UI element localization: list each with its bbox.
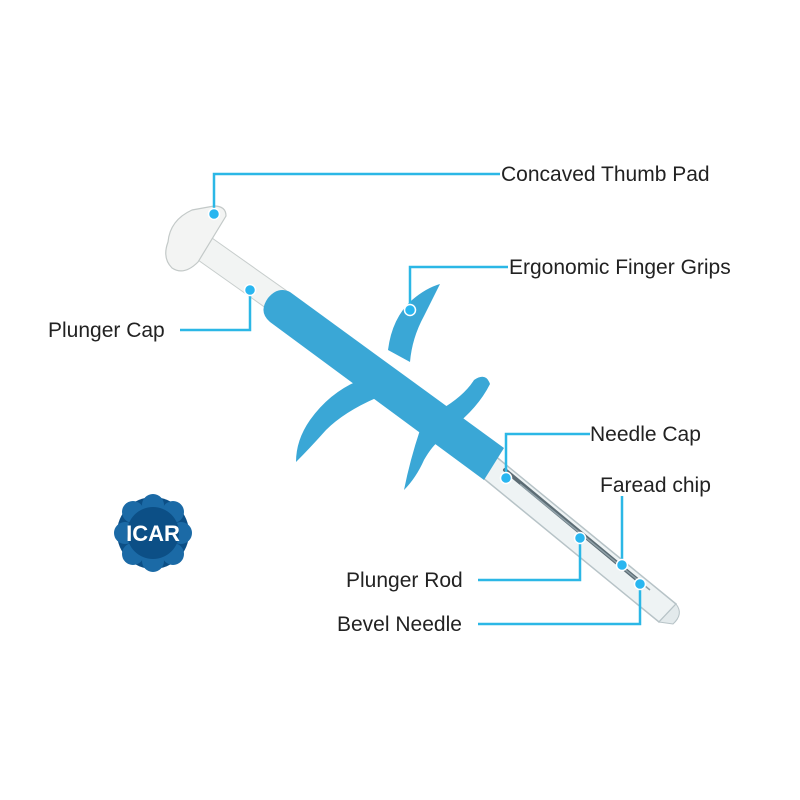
label-bevel-needle: Bevel Needle — [337, 613, 462, 636]
leader-plunger-rod — [478, 538, 582, 582]
leader-lines — [180, 172, 642, 626]
dot-plunger-rod — [573, 531, 587, 545]
dot-thumb-pad — [207, 207, 221, 221]
label-chip: Faread chip — [600, 474, 711, 497]
leader-plunger-cap — [180, 290, 252, 332]
label-plunger-cap: Plunger Cap — [48, 319, 165, 342]
thumb-pad — [165, 205, 227, 272]
label-needle-cap: Needle Cap — [590, 423, 701, 446]
dot-bevel-needle — [633, 577, 647, 591]
leader-needle-cap — [504, 432, 590, 478]
dot-chip — [615, 558, 629, 572]
leader-thumb-pad — [212, 172, 500, 212]
marker-dots — [207, 207, 647, 591]
syringe-body — [263, 284, 504, 490]
dot-plunger-cap — [243, 283, 257, 297]
label-thumb-pad: Concaved Thumb Pad — [501, 163, 710, 186]
leader-bevel-needle — [478, 584, 642, 626]
label-plunger-rod: Plunger Rod — [346, 569, 463, 592]
icar-logo-icon: ICAR — [114, 494, 192, 572]
dot-needle-cap — [499, 471, 513, 485]
dot-finger-grips — [403, 303, 417, 317]
badge-text: ICAR — [126, 521, 180, 546]
label-finger-grips: Ergonomic Finger Grips — [509, 256, 731, 279]
leader-finger-grips — [408, 265, 508, 308]
